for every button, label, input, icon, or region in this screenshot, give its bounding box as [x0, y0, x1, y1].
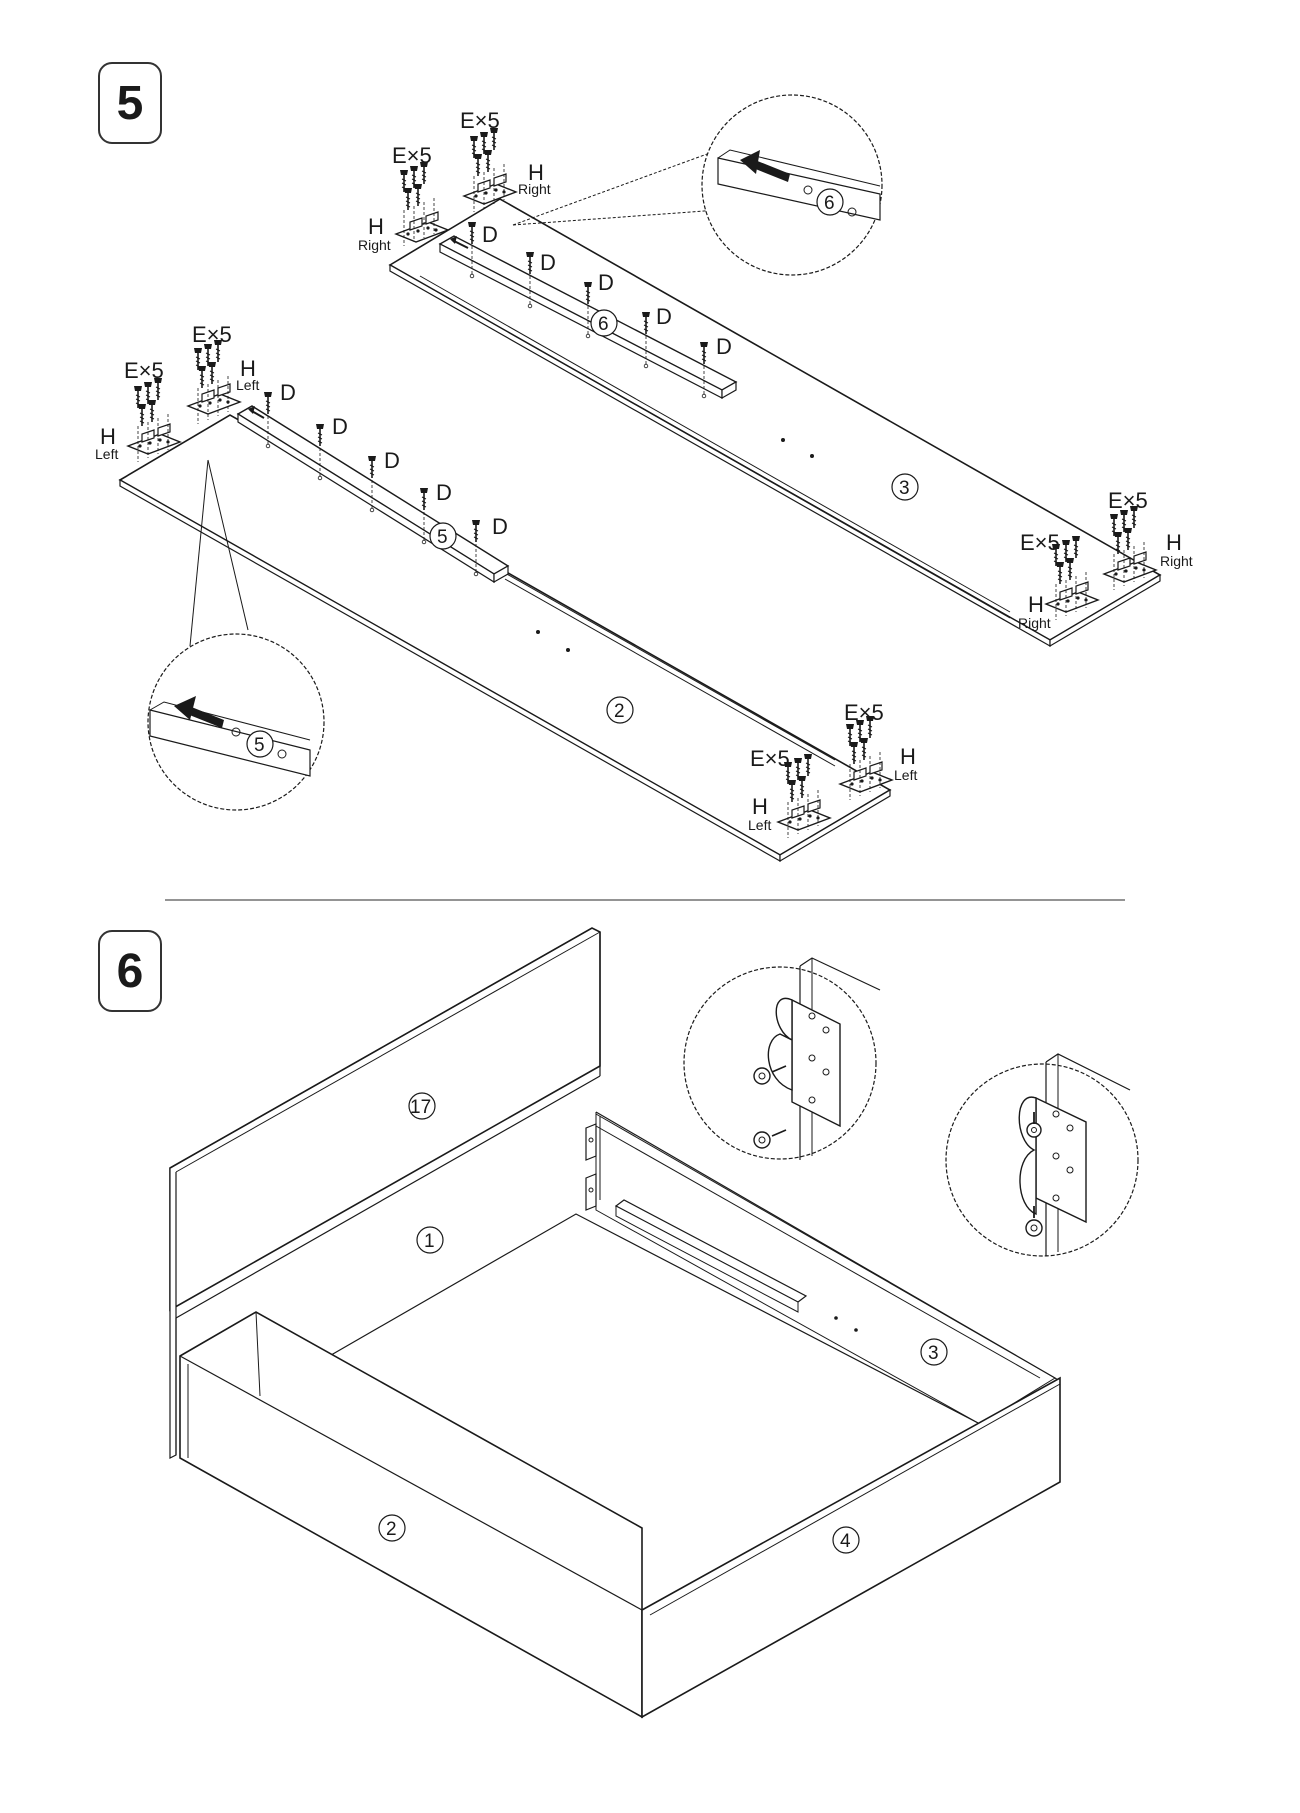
- d-label: D: [482, 222, 498, 247]
- panel-17-callout: [408, 1092, 436, 1120]
- panel-1-number: 1: [424, 1231, 435, 1252]
- side-label: Right: [518, 181, 551, 197]
- bracket-label: H: [752, 794, 768, 819]
- zoom-callout-6: [512, 94, 883, 276]
- d-label: D: [540, 250, 556, 275]
- zoom-callout-5: [147, 459, 325, 811]
- qty-label: E×5: [1020, 530, 1060, 555]
- bracket-label: H: [240, 356, 256, 381]
- qty-label: E×5: [124, 358, 164, 383]
- qty-label: E×5: [460, 108, 500, 133]
- panel-3-number: 3: [899, 478, 910, 499]
- side-label: Left: [748, 817, 771, 833]
- qty-label: E×5: [844, 700, 884, 725]
- bracket-label: H: [1166, 530, 1182, 555]
- d-label: D: [280, 380, 296, 405]
- side-label: Left: [894, 767, 917, 783]
- side-label: Left: [236, 377, 259, 393]
- panel-2-callout-step6: [378, 1514, 406, 1542]
- d-label: D: [332, 414, 348, 439]
- panel-2-number: 2: [614, 701, 625, 722]
- side-label: Right: [1018, 615, 1051, 631]
- qty-label: E×5: [192, 322, 232, 347]
- bracket-label: H: [900, 744, 916, 769]
- panel-3-callout-step6: [920, 1338, 948, 1366]
- panel-4-number: 4: [840, 1531, 851, 1552]
- d-label: D: [436, 480, 452, 505]
- panel-2-number-step6: 2: [386, 1519, 397, 1540]
- d-label: D: [384, 448, 400, 473]
- panel-2-board: [118, 414, 892, 863]
- panel-2-callout: [606, 696, 634, 724]
- side-label: Right: [1160, 553, 1193, 569]
- step-number-5: 5: [98, 62, 162, 144]
- step-number-6: 6: [98, 930, 162, 1012]
- panel-1-callout: [416, 1226, 444, 1254]
- d-label: D: [656, 304, 672, 329]
- qty-label: E×5: [750, 746, 790, 771]
- side-label: Left: [95, 446, 118, 462]
- slat-5-callout: [429, 522, 457, 550]
- panel-3-number-step6: 3: [928, 1343, 939, 1364]
- bracket-label: H: [528, 160, 544, 185]
- bracket-label: H: [368, 214, 384, 239]
- panel-3-callout: [891, 473, 919, 501]
- bracket-label: H: [100, 424, 116, 449]
- qty-label: E×5: [1108, 488, 1148, 513]
- slat-6-callout: [590, 309, 618, 337]
- side-label: Right: [358, 237, 391, 253]
- slat-5-number: 5: [437, 527, 448, 548]
- panel-17-number: 17: [410, 1097, 431, 1118]
- slat-6-number: 6: [598, 314, 609, 335]
- hinge-detail-open: [683, 957, 881, 1160]
- panel-4-callout: [832, 1526, 860, 1554]
- zoom-6-number: 6: [824, 193, 835, 214]
- bed-frame: [169, 927, 1061, 1719]
- zoom-5-number: 5: [254, 735, 265, 756]
- d-label: D: [716, 334, 732, 359]
- bracket-label: H: [1028, 592, 1044, 617]
- hinge-detail-locked: [945, 1053, 1139, 1257]
- d-label: D: [598, 270, 614, 295]
- qty-label: E×5: [392, 143, 432, 168]
- d-label: D: [492, 514, 508, 539]
